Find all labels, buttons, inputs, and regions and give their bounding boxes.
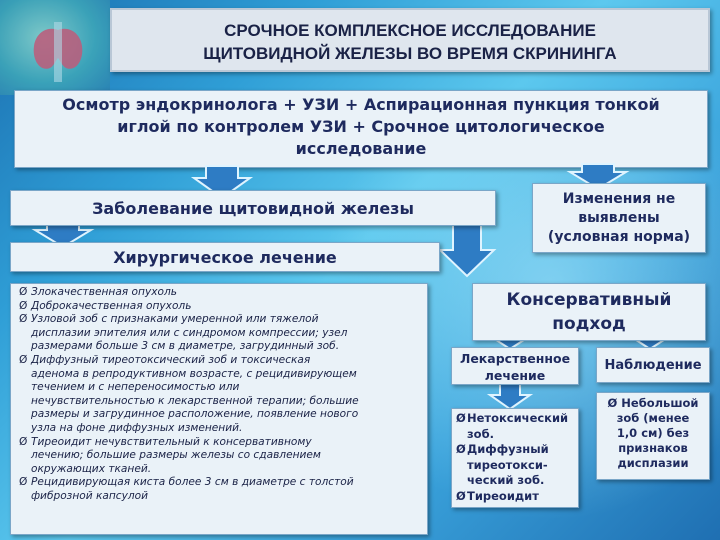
list-item: Ø Рецидивирующая киста более 3 см в диам… [19,476,423,503]
observation-line: дисплазии [617,456,689,470]
conservative-box: Консервативный подход [472,283,706,341]
list-item-line: Узловой зоб с признаками умеренной или т… [31,313,319,326]
bullet-marker: Ø [19,476,28,489]
list-item-line: тиреотокси- [467,457,548,472]
observation-line: Ø Небольшой [607,396,699,410]
examination-line-1: Осмотр эндокринолога + УЗИ + Аспирационн… [62,95,660,114]
arrow-to-drug-list [486,383,534,411]
list-item-line: течением и с непереносимостью или [31,381,240,394]
examination-box: Осмотр эндокринолога + УЗИ + Аспирационн… [14,90,708,168]
list-item-line: нечувствительностью к лекарственной тера… [31,394,359,407]
conservative-line-1: Консервативный [506,290,672,310]
bullet-marker: Ø [456,442,466,456]
bullet-marker: Ø [19,353,28,366]
examination-line-2: иглой по контролем УЗИ + Срочное цитолог… [117,117,605,136]
list-item-line: окружающих тканей. [31,462,152,475]
list-item-line: Диффузный тиреотоксический зоб и токсиче… [31,353,311,366]
bullet-marker: Ø [456,488,466,503]
list-item-line: Тиреоидит [467,488,539,503]
list-item-line: дисплазии эпителия или с синдромом компр… [31,326,348,339]
bullet-marker: Ø [456,411,466,425]
list-item-line: размеры и загрудинное расположение, появ… [31,408,359,421]
list-item-line: Рецидивирующая киста более 3 см в диамет… [31,476,354,489]
drug-treatment-box: Лекарственное лечение [451,347,579,385]
arrow-to-disease [190,165,254,200]
conservative-line-2: подход [552,314,626,334]
surgery-box: Хирургическое лечение [10,242,440,272]
bullet-marker: Ø [19,435,28,448]
list-item-line: аденома в репродуктивном возрасте, с рец… [31,367,357,380]
list-item-line: Тиреоидит нечувствительный к консерватив… [31,435,312,448]
arrow-to-conservative [437,221,497,278]
list-item-line: размерами больше 3 см в диаметре, загруд… [31,340,340,353]
bullet-marker: Ø [19,299,28,312]
observation-line: 1,0 см) без [616,426,690,440]
no-change-line-2: выявлены [578,210,660,226]
no-change-box: Изменения не выявлены (условная норма) [532,183,706,253]
thyroid-image [0,0,110,95]
no-change-line-1: Изменения не [562,191,676,207]
list-item-line: фиброзной капсулой [31,489,149,502]
bullet-marker: Ø [19,313,28,326]
list-item-line: Диффузный [467,442,549,456]
bullet-marker: Ø [19,286,28,298]
list-item: Ø Тиреоидит нечувствительный к консерват… [19,436,423,477]
observation-box: Наблюдение [596,347,710,383]
examination-line-3: исследование [295,139,427,158]
list-item-line: Злокачественная опухоль [31,286,177,298]
list-item-line: зоб. [467,426,494,441]
observation-line: признаков [618,441,688,455]
drug-line-2: лечение [484,368,546,383]
list-item-line: Доброкачественная опухоль [31,299,192,312]
list-item-line: ческий зоб. [467,473,545,487]
list-item-line: Нетоксический [467,411,569,425]
list-item-line: лечению; большие размеры железы со сдавл… [31,449,321,462]
thyroid-icon [33,22,83,82]
drug-line-1: Лекарственное [459,351,571,366]
no-change-line-3: (условная норма) [547,229,691,245]
disease-box: Заболевание щитовидной железы [10,190,496,226]
list-item-line: узла на фоне диффузных изменений. [31,421,243,434]
page-title: СРОЧНОЕ КОМПЛЕКСНОЕ ИССЛЕДОВАНИЕ ЩИТОВИД… [110,8,710,72]
title-line-1: СРОЧНОЕ КОМПЛЕКСНОЕ ИССЛЕДОВАНИЕ [224,21,596,40]
arrow-to-no-change [566,163,630,191]
observation-line: зоб (менее [616,411,690,425]
title-line-2: ЩИТОВИДНОЙ ЖЕЛЕЗЫ ВО ВРЕМЯ СКРИНИНГА [203,44,617,63]
